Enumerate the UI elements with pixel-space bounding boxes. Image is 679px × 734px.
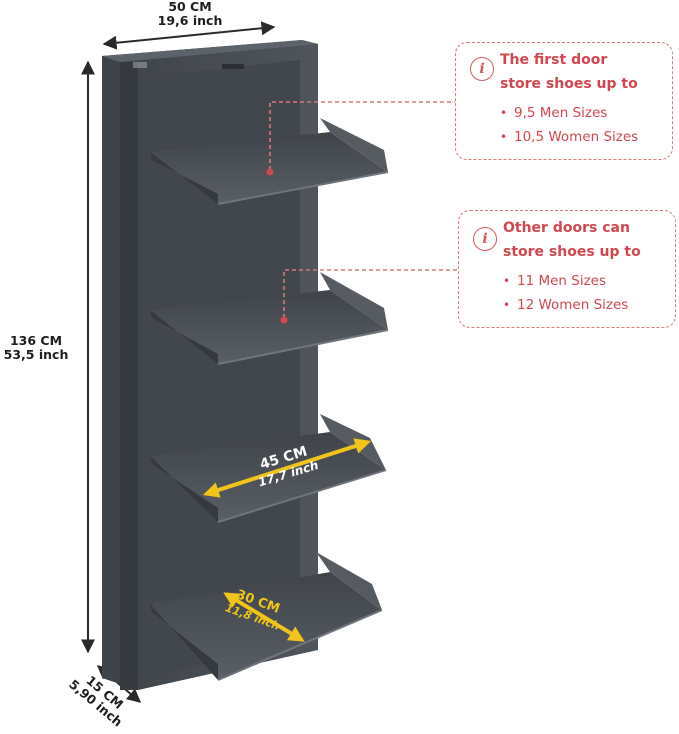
inner-dimension-arrows [202, 438, 372, 642]
callout-pointers [266, 101, 458, 324]
width-inch: 19,6 inch [157, 13, 223, 28]
width-label: 50 CM 19,6 inch [140, 0, 240, 28]
list-item: 11 Men Sizes [503, 269, 628, 293]
info-icon: i [470, 57, 494, 81]
width-cm: 50 CM [168, 0, 212, 14]
cabinet-body [102, 40, 318, 690]
callout-title-line-2: store shoes up to [503, 244, 641, 260]
height-cm: 136 CM [9, 333, 63, 348]
callout-title-line-2: store shoes up to [500, 76, 638, 92]
callout-list: 11 Men Sizes 12 Women Sizes [503, 269, 628, 317]
callout-list: 9,5 Men Sizes 10,5 Women Sizes [500, 101, 638, 149]
shoe-tray-1 [150, 118, 389, 205]
callout-title-line-1: Other doors can [503, 220, 630, 236]
list-item: 12 Women Sizes [503, 293, 628, 317]
shoe-tray-2 [150, 272, 389, 365]
height-inch: 53,5 inch [3, 347, 69, 362]
list-item: 10,5 Women Sizes [500, 125, 638, 149]
height-label: 136 CM 53,5 inch [0, 334, 72, 362]
callout-first-door: i The first door store shoes up to 9,5 M… [455, 42, 673, 160]
callout-other-doors: i Other doors can store shoes up to 11 M… [458, 210, 676, 328]
info-icon: i [473, 227, 497, 251]
list-item: 9,5 Men Sizes [500, 101, 638, 125]
callout-title-line-1: The first door [500, 52, 608, 68]
